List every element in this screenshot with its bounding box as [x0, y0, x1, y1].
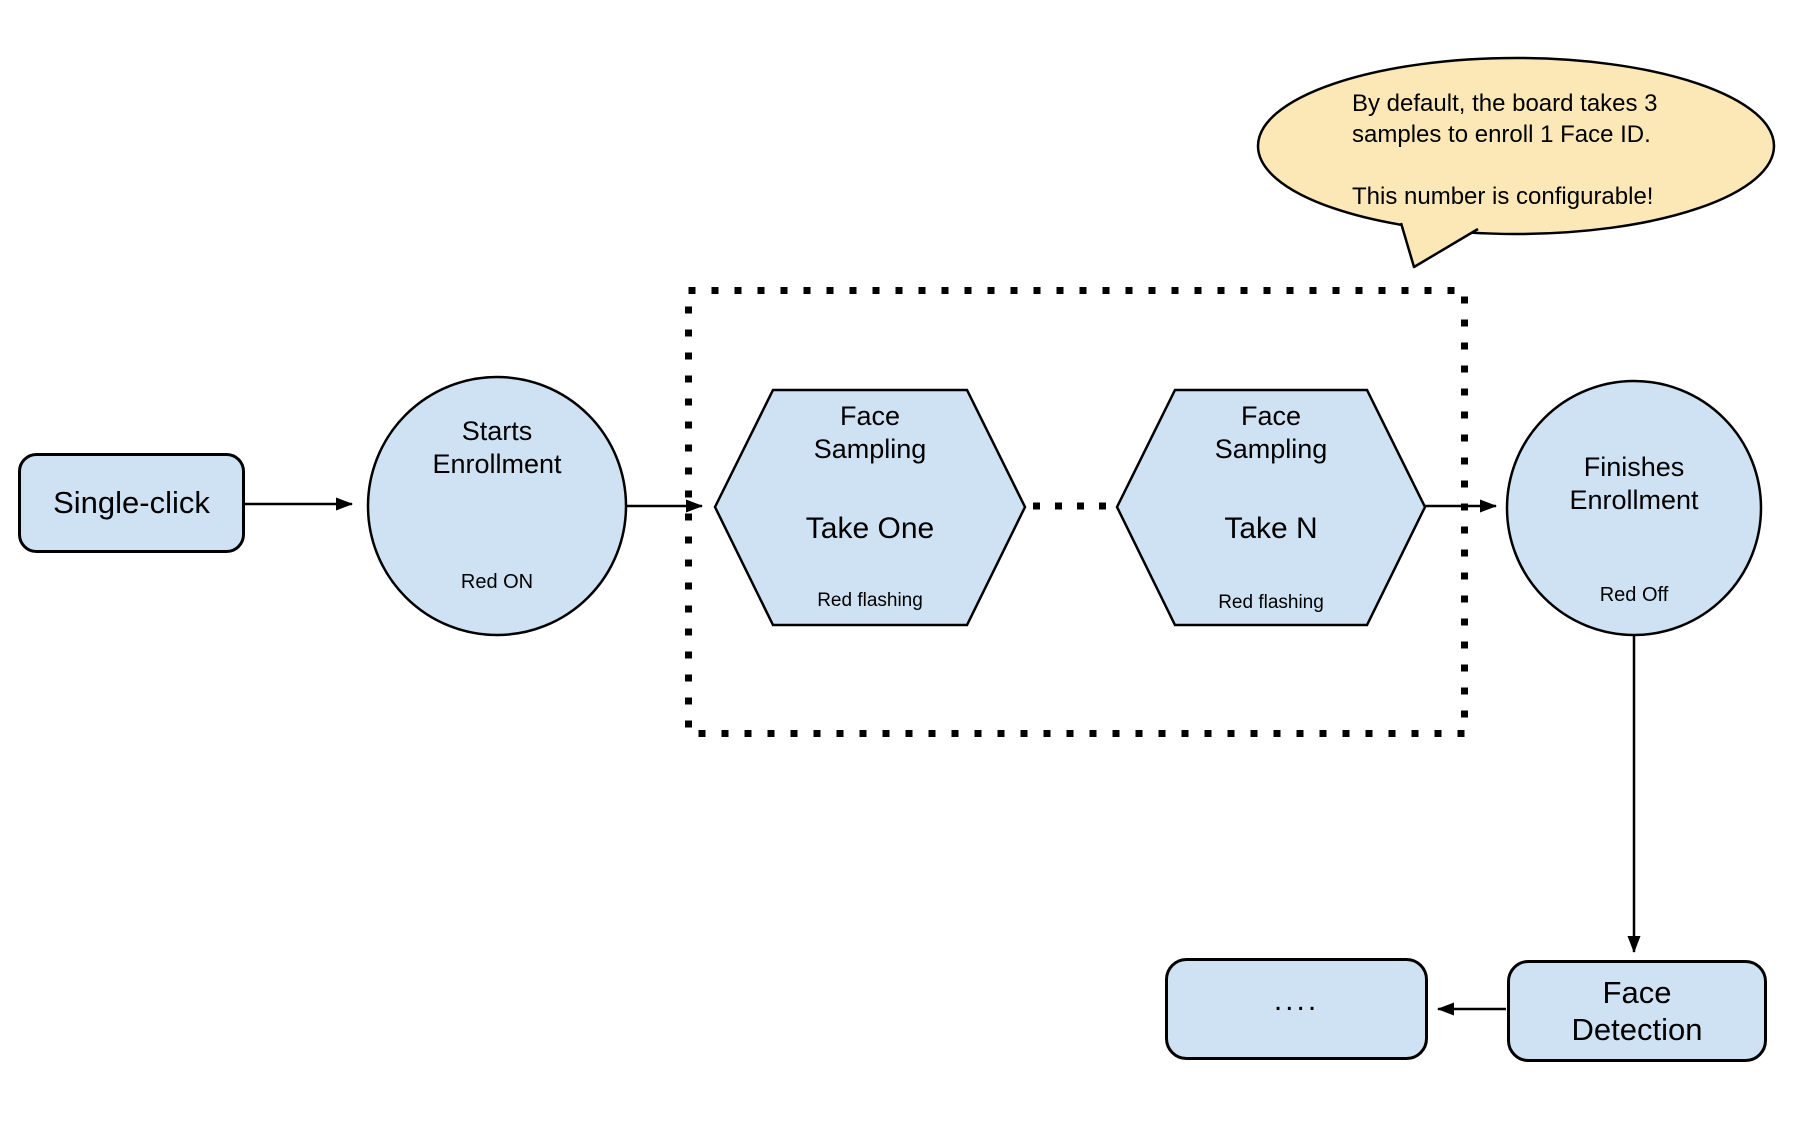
ellipsis-node-shape [1165, 958, 1428, 1060]
callout-line-4: This number is configurable! [1352, 183, 1654, 210]
callout-line-2: samples to enroll 1 Face ID. [1352, 121, 1651, 148]
finishes-enrollment-node-shape [1505, 379, 1763, 637]
face-detection-node-shape [1507, 960, 1767, 1062]
callout-line-1: By default, the board takes 3 [1352, 90, 1658, 117]
single-click-node-shape [18, 453, 245, 553]
starts-enrollment-node-shape [366, 375, 628, 637]
callout-bubble-shape [1256, 56, 1776, 269]
callout-line-3 [1352, 150, 1782, 181]
face-sampling-n-node-shape [1115, 388, 1427, 627]
face-sampling-one-node-shape [713, 388, 1027, 627]
